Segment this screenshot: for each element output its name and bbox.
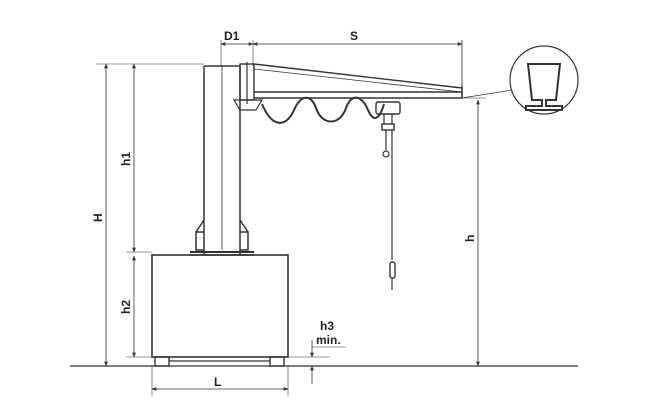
- festoon-cable: [261, 96, 385, 124]
- concrete-base: [151, 254, 289, 367]
- label-h-total: H: [91, 213, 105, 222]
- rail-profile-detail: [461, 45, 579, 115]
- label-h-hook: h: [463, 235, 477, 242]
- label-min: min.: [316, 333, 341, 347]
- hoist-trolley: [375, 101, 401, 131]
- hook-chain: [382, 130, 396, 290]
- label-h3: h3: [320, 319, 334, 333]
- label-h2: h2: [119, 300, 133, 314]
- label-h1: h1: [119, 152, 133, 166]
- label-s: S: [350, 29, 358, 43]
- pillar-column: [190, 65, 254, 256]
- jib-arm: [232, 40, 463, 111]
- label-d1: D1: [224, 29, 240, 43]
- label-l: L: [214, 375, 221, 389]
